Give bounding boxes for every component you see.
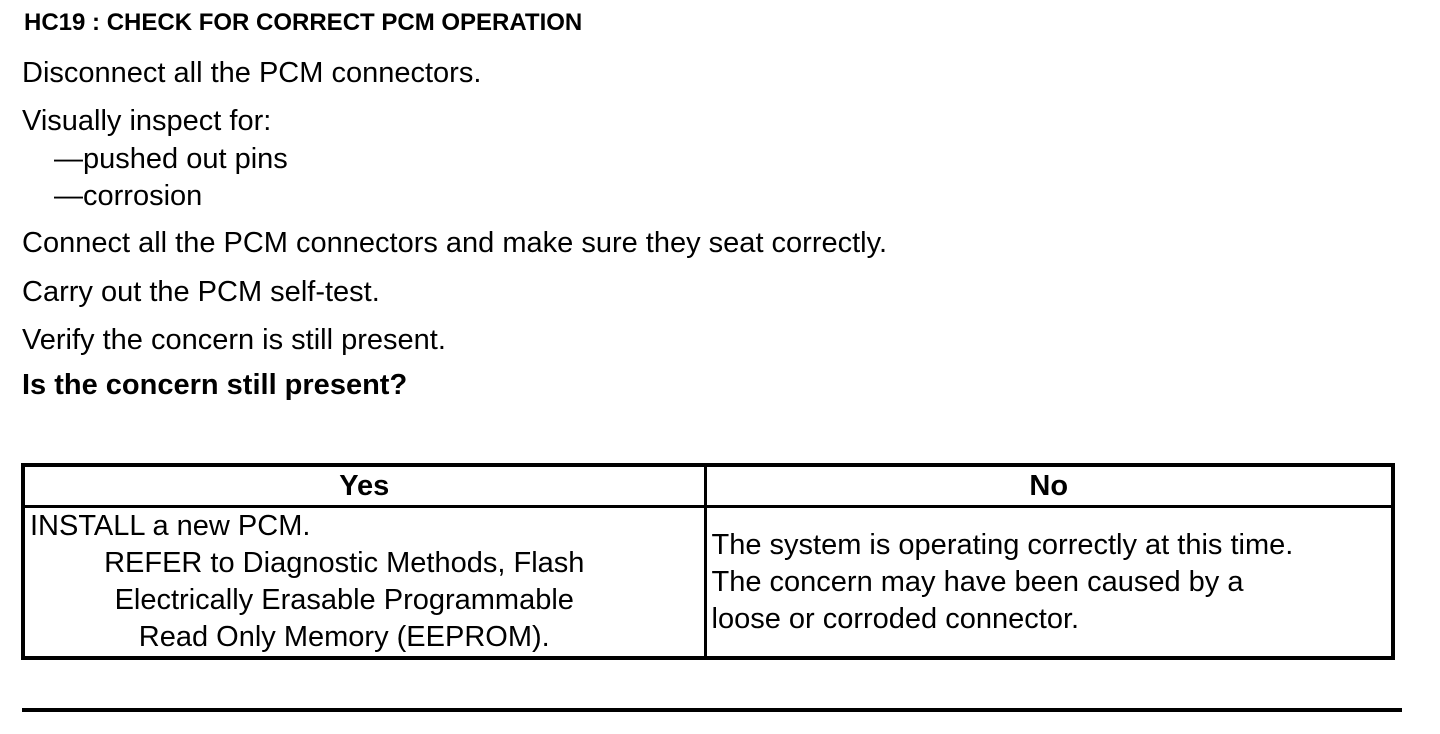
no-line-3: loose or corroded connector. <box>711 602 1080 635</box>
yes-reference-line-3: Read Only Memory (EEPROM). <box>138 621 550 653</box>
yes-cell: INSTALL a new PCM. REFER to Diagnostic M… <box>21 505 707 660</box>
question: Is the concern still present? <box>22 369 408 401</box>
header-no: No <box>703 463 1395 508</box>
section-divider <box>22 708 1402 712</box>
step-visual-inspect: Visually inspect for: <box>22 105 272 137</box>
result-table-row: INSTALL a new PCM. REFER to Diagnostic M… <box>21 505 1395 660</box>
yes-action: INSTALL a new PCM. <box>30 510 311 542</box>
step-connect-connectors: Connect all the PCM connectors and make … <box>22 227 888 259</box>
result-table: Yes No INSTALL a new PCM. REFER to Diagn… <box>21 463 1395 660</box>
result-table-header-row: Yes No <box>21 463 1395 508</box>
step-heading: HC19 : CHECK FOR CORRECT PCM OPERATION <box>24 9 583 36</box>
yes-reference-line-1: REFER to Diagnostic Methods, Flash <box>104 547 585 579</box>
step-verify-concern: Verify the concern is still present. <box>22 324 446 356</box>
no-line-2: The concern may have been caused by a <box>711 565 1244 598</box>
inspect-item-pushed-out-pins: —pushed out pins <box>54 143 288 175</box>
no-line-1: The system is operating correctly at thi… <box>711 528 1294 561</box>
header-yes: Yes <box>21 463 707 508</box>
yes-reference-line-2: Electrically Erasable Programmable <box>114 584 574 616</box>
inspect-item-corrosion: —corrosion <box>54 180 203 212</box>
step-self-test: Carry out the PCM self-test. <box>22 276 380 308</box>
step-disconnect-connectors: Disconnect all the PCM connectors. <box>22 57 482 89</box>
no-cell: The system is operating correctly at thi… <box>703 505 1395 660</box>
